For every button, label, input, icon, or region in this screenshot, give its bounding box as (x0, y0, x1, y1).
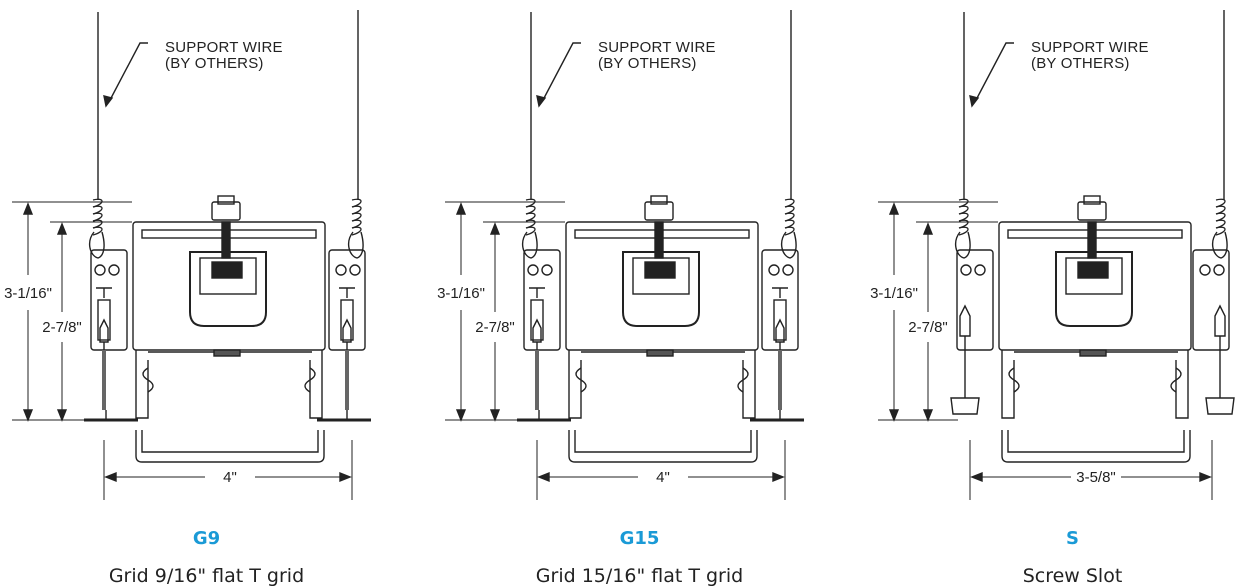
width-dimension: 4" (223, 469, 237, 486)
inner-height-dimension: 2-7/8" (908, 319, 948, 336)
overall-height-dimension: 3-1/16" (437, 285, 485, 302)
width-dimension: 4" (656, 469, 670, 486)
overall-height-dimension: 3-1/16" (870, 285, 918, 302)
fixture-section-drawing: SUPPORT WIRE(BY OTHERS) 3-1/16" 2-7/8" 4" (4, 10, 371, 500)
panel-g9: SUPPORT WIRE(BY OTHERS) 3-1/16" 2-7/8" 4" G9… (0, 0, 413, 588)
inner-height-dimension: 2-7/8" (475, 319, 515, 336)
width-dimension: 3-5/8" (1076, 469, 1116, 486)
option-description: Screw Slot (1022, 565, 1123, 587)
overall-height-dimension: 3-1/16" (4, 285, 52, 302)
option-description: Grid 9/16" flat T grid (108, 565, 305, 587)
option-code: G9 (192, 528, 221, 549)
fixture-section-drawing: SUPPORT WIRE(BY OTHERS) 3-1/16" 2-7/8" 3-5/… (870, 10, 1235, 500)
support-wire-note: (BY OTHERS) (165, 55, 264, 72)
support-wire-note: (BY OTHERS) (1031, 55, 1130, 72)
support-wire-label: SUPPORT WIRE (1031, 39, 1149, 56)
option-code: G15 (619, 528, 660, 549)
support-wire-label: SUPPORT WIRE (165, 39, 283, 56)
fixture-section-drawing: SUPPORT WIRE(BY OTHERS) 3-1/16" 2-7/8" 4" (437, 10, 804, 500)
panel-s: SUPPORT WIRE(BY OTHERS) 3-1/16" 2-7/8" 3-5/… (866, 0, 1240, 588)
option-code: S (1066, 528, 1079, 549)
support-wire-note: (BY OTHERS) (598, 55, 697, 72)
support-wire-label: SUPPORT WIRE (598, 39, 716, 56)
panel-g15: SUPPORT WIRE(BY OTHERS) 3-1/16" 2-7/8" 4" G1… (433, 0, 846, 588)
inner-height-dimension: 2-7/8" (42, 319, 82, 336)
option-description: Grid 15/16" flat T grid (535, 565, 744, 587)
